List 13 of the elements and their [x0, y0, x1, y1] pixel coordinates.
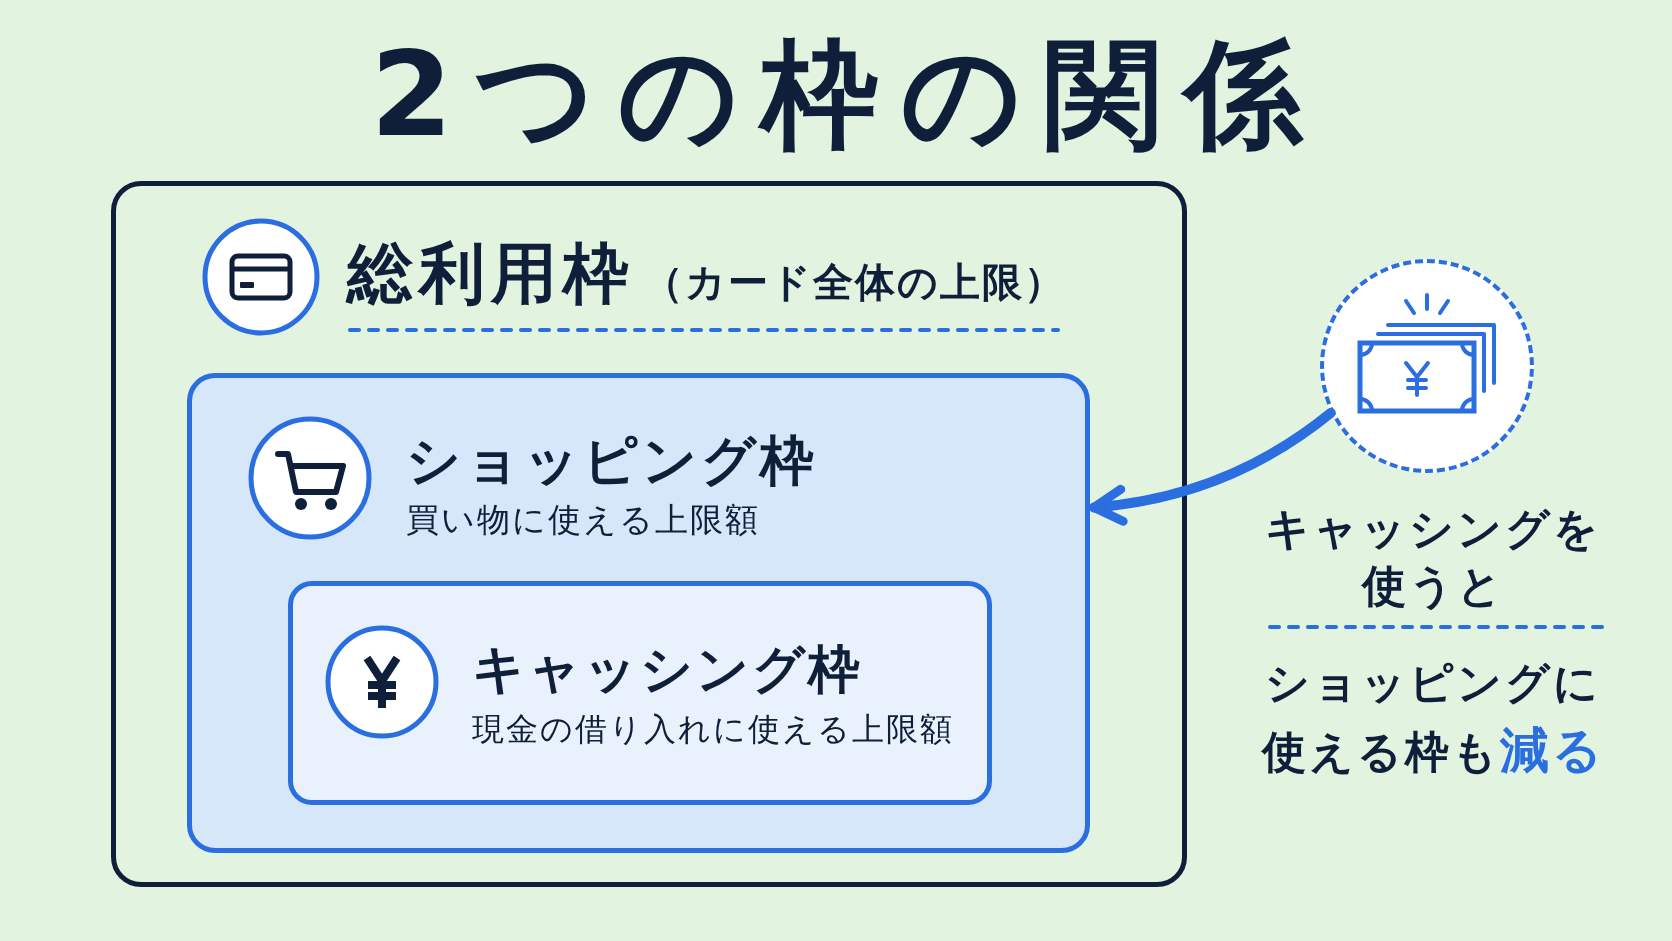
middle-panel	[187, 373, 1090, 853]
outer-panel	[111, 181, 1187, 887]
title: 2つの枠の関係	[369, 24, 1324, 165]
note-text: ショッピングに使える枠も減る	[1260, 656, 1606, 781]
box-description: 買い物に使える上限額	[406, 499, 760, 540]
box-heading: 総利用枠	[347, 234, 635, 314]
box-description: 現金の借り入れに使える上限額	[472, 710, 954, 749]
box-heading: ショッピング枠	[406, 429, 818, 494]
note-text: キャッシングを使うと	[1264, 502, 1602, 614]
box-subheading: （カード全体の上限）	[643, 258, 1066, 306]
inner-panel	[288, 581, 992, 805]
box-heading: キャッシング枠	[472, 638, 863, 701]
curved-arrow	[1089, 407, 1336, 526]
